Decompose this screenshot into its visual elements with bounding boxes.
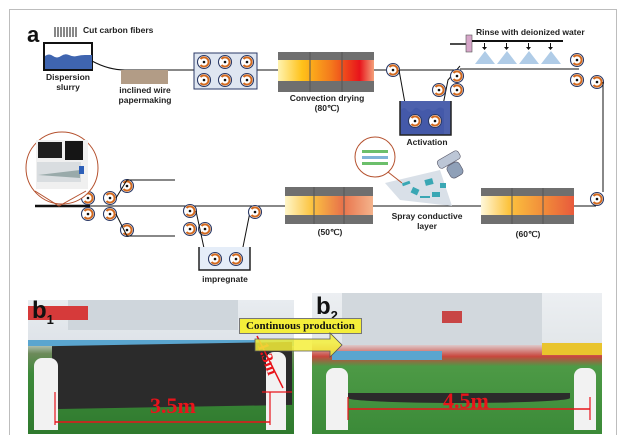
continuous-production-banner: Continuous production: [239, 318, 362, 334]
papermaking-mesh: [121, 70, 168, 84]
label-line: inclined wire: [119, 85, 171, 95]
panel-b1-letter: b1: [32, 297, 54, 327]
stands-yellow: [542, 343, 602, 355]
rinse-nozzle-icon: [450, 34, 563, 64]
building: [68, 300, 238, 330]
width-label-b1: 3.5m: [150, 393, 196, 418]
convection-dryer-80: [278, 52, 374, 92]
dryer-60: [481, 188, 574, 224]
label-temp-50: (50℃): [317, 227, 343, 237]
label-temp-60: (60℃): [515, 229, 541, 239]
label-convection-drying: Convection drying(80℃): [282, 93, 372, 114]
carbon-fibers-icon: [54, 27, 77, 37]
person-left: [326, 368, 348, 430]
label-line: Spray conductive: [391, 211, 463, 221]
person-left: [34, 358, 58, 430]
process-diagram: [25, 27, 605, 271]
building-emblem: [442, 311, 462, 323]
label-line: (80℃): [314, 102, 340, 113]
activation-bath-icon: [399, 101, 452, 136]
label-line: layer: [417, 220, 437, 231]
stands-blue: [332, 351, 442, 360]
stands: [28, 340, 294, 346]
label-impregnate: impregnate: [202, 274, 248, 284]
subscript: 2: [330, 307, 338, 323]
carbon-sheet: [348, 393, 570, 403]
spray-magnifier-icon: [354, 136, 403, 184]
subscript: 1: [46, 311, 54, 327]
letter: b: [316, 293, 331, 320]
impregnate-bath-icon: [198, 247, 251, 271]
photo-b2: [312, 293, 602, 434]
label-rinse: Rinse with deionized water: [476, 27, 585, 37]
sample-magnifier: [25, 131, 99, 207]
red-roof: [28, 306, 88, 320]
dryer-50: [285, 187, 373, 224]
panel-a-letter: a: [27, 22, 40, 47]
letter: b: [32, 297, 47, 324]
label-activation: Activation: [406, 137, 448, 147]
label-line: Dispersion: [46, 72, 90, 82]
width-label-b2: 4.5m: [443, 388, 489, 413]
dispersion-tank-icon: [43, 42, 93, 71]
press-roller-box: [193, 52, 258, 90]
label-line: Convection drying: [289, 93, 365, 103]
label-line: papermaking: [118, 94, 172, 105]
person-right: [574, 368, 596, 430]
label-cut-carbon-fibers: Cut carbon fibers: [83, 25, 154, 35]
photo-b1: [28, 300, 294, 434]
label-line: slurry: [56, 81, 80, 92]
spray-gun-icon: [385, 150, 464, 206]
panel-b2-letter: b2: [316, 293, 338, 323]
